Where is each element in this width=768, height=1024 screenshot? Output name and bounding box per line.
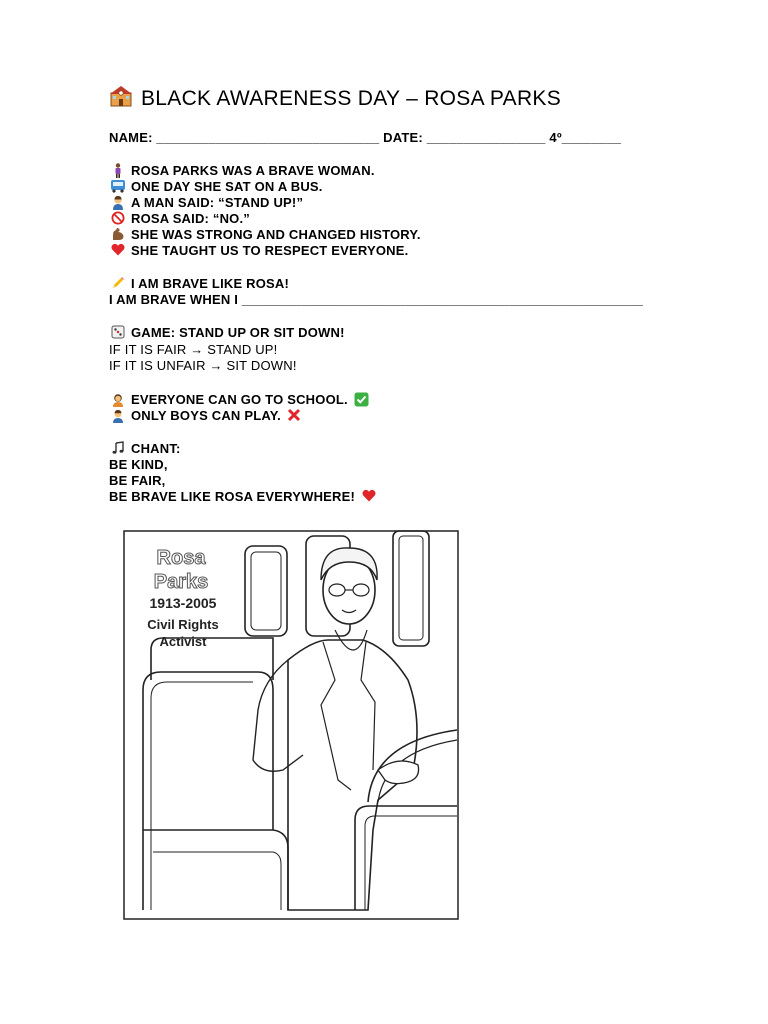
brave-heading-text: I AM BRAVE LIKE ROSA!: [131, 276, 290, 291]
chant-line: BE BRAVE LIKE ROSA EVERYWHERE!: [109, 489, 377, 504]
story-line: ROSA PARKS WAS A BRAVE WOMAN.: [109, 163, 375, 178]
game-heading-text: GAME: STAND UP OR SIT DOWN!: [131, 325, 345, 340]
game-heading: GAME: STAND UP OR SIT DOWN!: [109, 325, 345, 340]
picture-name-line2: Parks: [154, 571, 209, 593]
standing-woman-icon: [109, 163, 126, 178]
brave-prompt[interactable]: I AM BRAVE WHEN I ______________________…: [109, 292, 643, 307]
musical-note-icon: [109, 441, 126, 456]
game-item-text: EVERYONE CAN GO TO SCHOOL.: [131, 392, 348, 407]
picture-role-line1: Civil Rights: [147, 617, 219, 632]
story-line: SHE TAUGHT US TO RESPECT EVERYONE.: [109, 243, 408, 258]
school-icon: [109, 85, 133, 113]
name-date-text: NAME: ______________________________ DAT…: [109, 130, 622, 145]
chant-heading: CHANT:: [109, 441, 181, 456]
picture-role-line2: Activist: [160, 634, 208, 649]
chant-line: BE FAIR,: [109, 473, 166, 488]
bus-icon: [109, 179, 126, 194]
story-line: ONE DAY SHE SAT ON A BUS.: [109, 179, 323, 194]
story-text: A MAN SAID: “STAND UP!”: [131, 195, 304, 210]
coloring-illustration: Rosa Parks 1913-2005 Civil Rights Activi…: [123, 530, 459, 920]
chant-line-text: BE FAIR,: [109, 473, 166, 488]
story-text: ROSA PARKS WAS A BRAVE WOMAN.: [131, 163, 375, 178]
story-line: ROSA SAID: “NO.”: [109, 211, 250, 226]
title-text: BLACK AWARENESS DAY – ROSA PARKS: [141, 87, 562, 110]
girl-icon: [109, 392, 126, 407]
red-heart-icon: [109, 243, 126, 258]
chant-line: BE KIND,: [109, 457, 168, 472]
game-item-text: ONLY BOYS CAN PLAY.: [131, 408, 281, 423]
game-item: ONLY BOYS CAN PLAY.: [109, 408, 303, 423]
game-rule-unfair-text: IF IT IS UNFAIR → SIT DOWN!: [109, 358, 297, 373]
page-title: BLACK AWARENESS DAY – ROSA PARKS: [109, 85, 561, 113]
story-text: SHE TAUGHT US TO RESPECT EVERYONE.: [131, 243, 409, 258]
story-line: SHE WAS STRONG AND CHANGED HISTORY.: [109, 227, 421, 242]
boy-icon: [109, 408, 126, 423]
game-rule-unfair: IF IT IS UNFAIR → SIT DOWN!: [109, 358, 297, 373]
rosa-parks-coloring-picture: Rosa Parks 1913-2005 Civil Rights Activi…: [123, 530, 459, 920]
pencil-icon: [109, 276, 126, 291]
prohibited-icon: [109, 211, 126, 226]
game-rule-fair: IF IT IS FAIR → STAND UP!: [109, 342, 277, 357]
story-text: SHE WAS STRONG AND CHANGED HISTORY.: [131, 227, 421, 242]
red-heart-icon: [360, 489, 377, 504]
chant-line-text: BE KIND,: [109, 457, 168, 472]
flexed-biceps-icon: [109, 227, 126, 242]
check-mark-icon: [353, 392, 370, 407]
man-icon: [109, 195, 126, 210]
dice-icon: [109, 325, 126, 340]
brave-prompt-text: I AM BRAVE WHEN I ______________________…: [109, 292, 644, 307]
story-text: ONE DAY SHE SAT ON A BUS.: [131, 179, 323, 194]
game-rule-fair-text: IF IT IS FAIR → STAND UP!: [109, 342, 278, 357]
story-text: ROSA SAID: “NO.”: [131, 211, 251, 226]
picture-years: 1913-2005: [150, 595, 217, 611]
game-item: EVERYONE CAN GO TO SCHOOL.: [109, 392, 370, 407]
chant-line-text: BE BRAVE LIKE ROSA EVERYWHERE!: [109, 489, 356, 504]
picture-name-line1: Rosa: [157, 547, 207, 569]
name-date-line[interactable]: NAME: ______________________________ DAT…: [109, 130, 621, 145]
cross-mark-icon: [286, 408, 303, 423]
story-line: A MAN SAID: “STAND UP!”: [109, 195, 303, 210]
brave-heading: I AM BRAVE LIKE ROSA!: [109, 276, 289, 291]
chant-heading-text: CHANT:: [131, 441, 181, 456]
